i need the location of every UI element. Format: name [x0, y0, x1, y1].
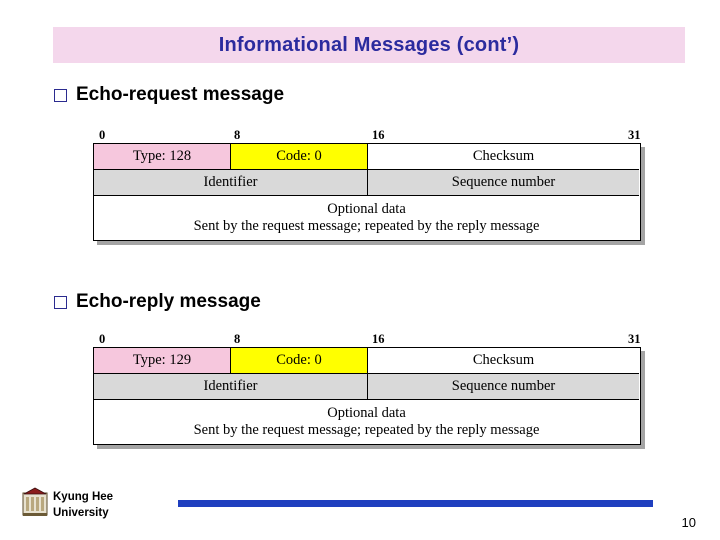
field-optional-data: Optional data Sent by the request messag… — [94, 400, 639, 444]
bit-tick-16: 16 — [372, 332, 385, 346]
bit-tick-0: 0 — [99, 128, 106, 142]
field-sequence-number: Sequence number — [368, 170, 639, 196]
field-optional-data-desc: Sent by the request message; repeated by… — [193, 218, 540, 234]
field-type: Type: 129 — [94, 348, 231, 374]
field-code: Code: 0 — [231, 144, 368, 170]
packet-frame: Type: 128 Code: 0 Checksum Identifier Se… — [93, 143, 641, 241]
bit-tick-0: 0 — [99, 332, 106, 346]
field-identifier: Identifier — [94, 374, 368, 400]
bullet-echo-reply: Echo-reply message — [54, 291, 261, 313]
packet-row: Identifier Sequence number — [94, 170, 640, 196]
footer-org-line1: Kyung Hee — [53, 491, 114, 503]
bullet-echo-request: Echo-request message — [54, 84, 284, 106]
square-bullet-icon — [54, 295, 67, 309]
bit-ruler: 0 8 16 31 — [99, 332, 647, 347]
bullet-echo-request-label: Echo-request message — [76, 84, 285, 105]
bit-ruler: 0 8 16 31 — [99, 128, 647, 143]
page-number: 10 — [681, 515, 696, 530]
packet-row: Type: 129 Code: 0 Checksum — [94, 348, 640, 374]
bit-tick-8: 8 — [234, 332, 241, 346]
bit-tick-31: 31 — [628, 128, 641, 142]
field-identifier: Identifier — [94, 170, 368, 196]
field-optional-data: Optional data Sent by the request messag… — [94, 196, 639, 240]
packet-row: Type: 128 Code: 0 Checksum — [94, 144, 640, 170]
field-sequence-number: Sequence number — [368, 374, 639, 400]
field-code: Code: 0 — [231, 348, 368, 374]
packet-row: Optional data Sent by the request messag… — [94, 196, 640, 240]
bit-tick-31: 31 — [628, 332, 641, 346]
packet-frame: Type: 129 Code: 0 Checksum Identifier Se… — [93, 347, 641, 445]
footer-org-line2: University — [53, 506, 109, 519]
field-checksum: Checksum — [368, 348, 639, 374]
echo-reply-packet-diagram: 0 8 16 31 Type: 129 Code: 0 Checksum Ide… — [93, 332, 647, 445]
field-type: Type: 128 — [94, 144, 231, 170]
bit-tick-16: 16 — [372, 128, 385, 142]
slide-title-bar: Informational Messages (cont’) — [53, 27, 685, 63]
bullet-echo-reply-label: Echo-reply message — [76, 291, 261, 312]
bit-tick-8: 8 — [234, 128, 241, 142]
field-checksum: Checksum — [368, 144, 639, 170]
packet-row: Identifier Sequence number — [94, 374, 640, 400]
page-title: Informational Messages (cont’) — [218, 33, 520, 56]
university-logo-icon — [22, 487, 48, 516]
echo-request-packet-diagram: 0 8 16 31 Type: 128 Code: 0 Checksum Ide… — [93, 128, 647, 241]
square-bullet-icon — [54, 88, 67, 102]
footer-rule — [178, 500, 653, 507]
field-optional-data-title: Optional data — [327, 201, 406, 218]
packet-row: Optional data Sent by the request messag… — [94, 400, 640, 444]
field-optional-data-desc: Sent by the request message; repeated by… — [193, 422, 540, 438]
field-optional-data-title: Optional data — [327, 405, 406, 422]
footer-university-name: Kyung Hee University — [53, 490, 113, 521]
